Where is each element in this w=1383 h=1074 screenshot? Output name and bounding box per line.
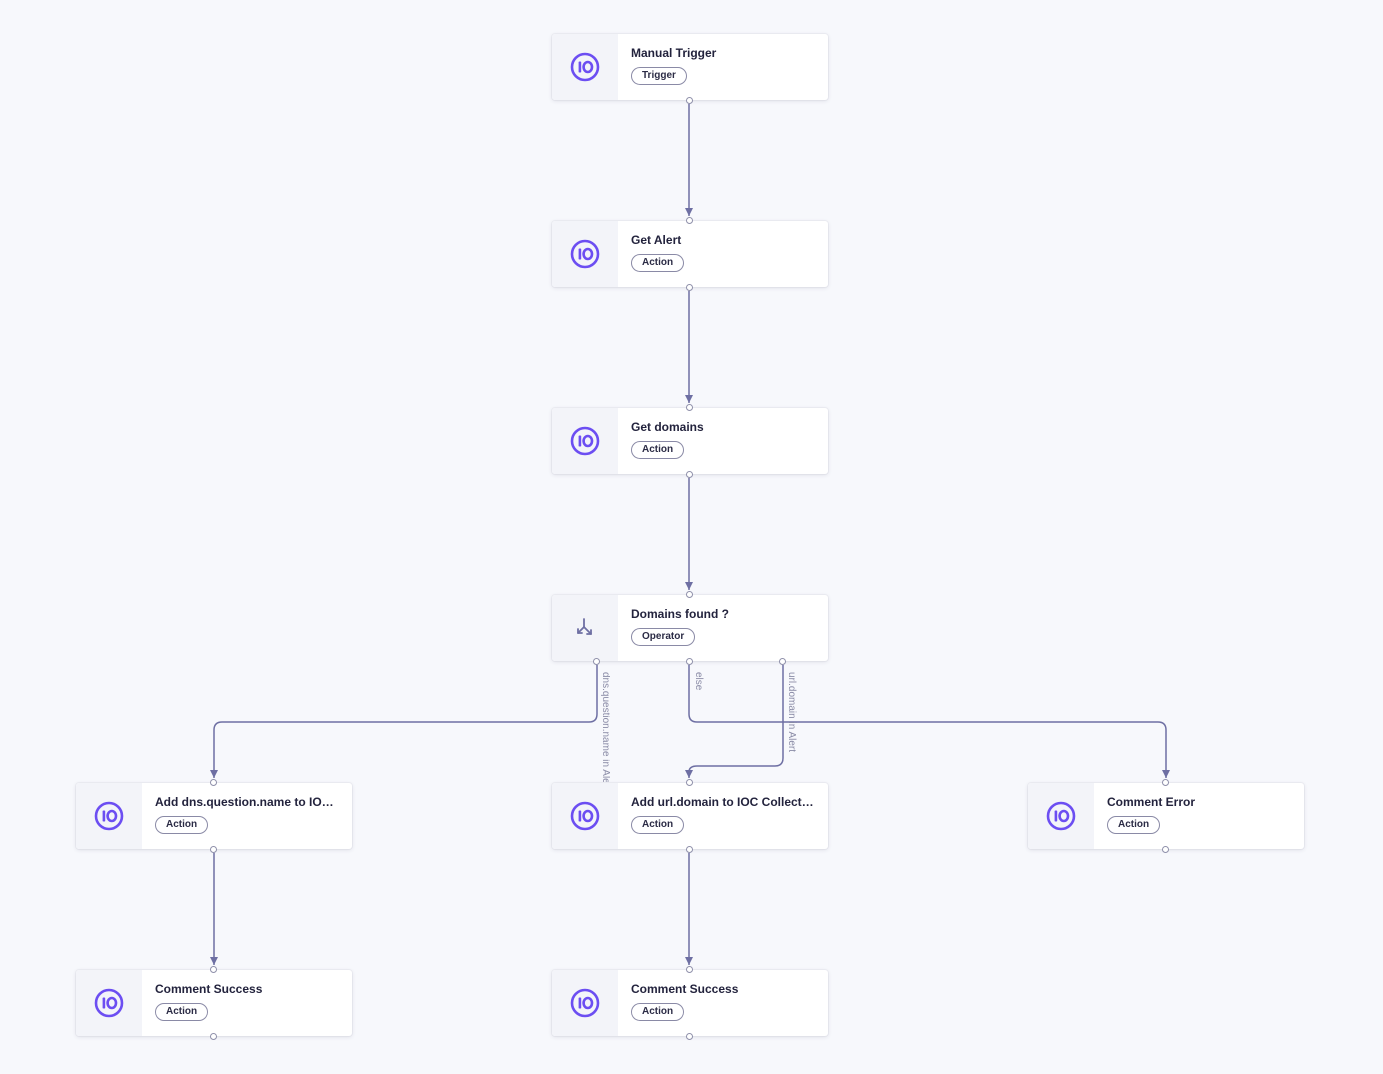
integration-io-icon — [570, 801, 600, 831]
input-port[interactable] — [686, 966, 693, 973]
input-port[interactable] — [210, 779, 217, 786]
node-title: Add dns.question.name to IOC ... — [155, 795, 340, 809]
node-icon-box — [552, 408, 618, 474]
input-port[interactable] — [686, 779, 693, 786]
node-type-badge: Action — [631, 1003, 685, 1021]
node-icon-box — [76, 970, 142, 1036]
node-title: Domains found ? — [631, 607, 729, 621]
arrow-head — [685, 582, 693, 590]
node-get-domains[interactable]: Get domains Action — [552, 408, 828, 474]
node-comment-error[interactable]: Comment Error Action — [1028, 783, 1304, 849]
branch-split-icon — [577, 618, 592, 635]
edge-url-branch — [688, 665, 784, 778]
node-title: Comment Error — [1107, 795, 1196, 809]
node-type-badge: Action — [631, 816, 685, 834]
node-type-badge: Action — [631, 254, 685, 272]
input-port[interactable] — [686, 217, 693, 224]
node-comment-success-dns[interactable]: Comment Success Action — [76, 970, 352, 1036]
output-port[interactable] — [210, 846, 217, 853]
integration-io-icon — [570, 426, 600, 456]
arrow-head — [210, 770, 218, 778]
arrow-head — [210, 957, 218, 965]
node-type-badge: Action — [155, 1003, 209, 1021]
output-port-url[interactable] — [779, 658, 786, 665]
output-port[interactable] — [1162, 846, 1169, 853]
arrow-head — [685, 395, 693, 403]
node-type-badge: Action — [1107, 816, 1161, 834]
input-port[interactable] — [686, 591, 693, 598]
node-add-dns-to-ioc[interactable]: Add dns.question.name to IOC ... Action — [76, 783, 352, 849]
node-type-badge: Action — [631, 441, 685, 459]
node-title: Get Alert — [631, 233, 682, 247]
node-add-url-to-ioc[interactable]: Add url.domain to IOC Collection Action — [552, 783, 828, 849]
arrow-head — [685, 957, 693, 965]
integration-io-icon — [94, 801, 124, 831]
integration-io-icon — [570, 988, 600, 1018]
node-get-alert[interactable]: Get Alert Action — [552, 221, 828, 287]
node-domains-found[interactable]: Domains found ? Operator — [552, 595, 828, 661]
node-manual-trigger[interactable]: Manual Trigger Trigger — [552, 34, 828, 100]
integration-io-icon — [570, 52, 600, 82]
edge-label-url: url.domain in Alert — [786, 672, 797, 753]
output-port[interactable] — [210, 1033, 217, 1040]
node-icon-box — [552, 783, 618, 849]
node-type-badge: Trigger — [631, 67, 687, 85]
edge-label-else: else — [693, 672, 704, 691]
output-port[interactable] — [686, 846, 693, 853]
edge-else-branch — [688, 665, 1167, 778]
node-title: Manual Trigger — [631, 46, 717, 60]
node-title: Comment Success — [155, 982, 263, 996]
node-icon-box — [552, 970, 618, 1036]
node-title: Get domains — [631, 420, 704, 434]
node-type-badge: Action — [155, 816, 209, 834]
output-port-dns[interactable] — [593, 658, 600, 665]
node-comment-success-url[interactable]: Comment Success Action — [552, 970, 828, 1036]
output-port[interactable] — [686, 284, 693, 291]
arrow-head — [685, 770, 693, 778]
edge-dns-branch — [213, 665, 598, 778]
node-icon-box — [552, 221, 618, 287]
arrow-head — [1162, 770, 1170, 778]
input-port[interactable] — [210, 966, 217, 973]
node-icon-box — [552, 34, 618, 100]
input-port[interactable] — [1162, 779, 1169, 786]
node-title: Comment Success — [631, 982, 739, 996]
output-port[interactable] — [686, 97, 693, 104]
output-port-else[interactable] — [686, 658, 693, 665]
integration-io-icon — [94, 988, 124, 1018]
edge-label-dns: dns.question.name in Ale — [600, 672, 610, 782]
node-icon-box — [76, 783, 142, 849]
output-port[interactable] — [686, 471, 693, 478]
input-port[interactable] — [686, 404, 693, 411]
node-icon-box — [552, 595, 618, 661]
integration-io-icon — [570, 239, 600, 269]
node-icon-box — [1028, 783, 1094, 849]
integration-io-icon — [1046, 801, 1076, 831]
output-port[interactable] — [686, 1033, 693, 1040]
node-type-badge: Operator — [631, 628, 696, 646]
node-title: Add url.domain to IOC Collection — [631, 795, 816, 809]
arrow-head — [685, 208, 693, 216]
